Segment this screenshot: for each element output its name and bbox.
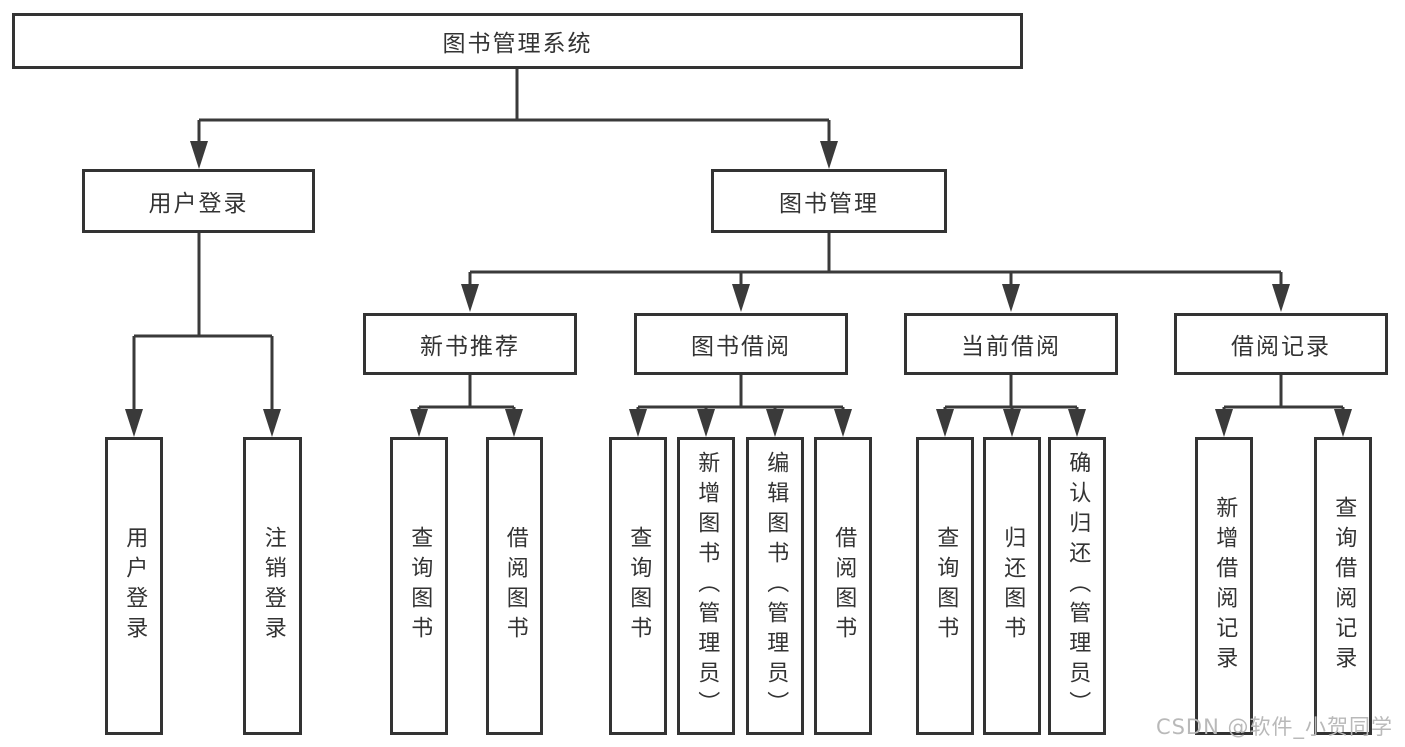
leaf-borrow-query-books: 查询图书 (609, 437, 667, 735)
csdn-watermark: CSDN @软件_小贺同学 (1155, 715, 1393, 739)
leaf-records-query-record: 查询借阅记录 (1314, 437, 1372, 735)
node-borrowing-records: 借阅记录 (1174, 313, 1388, 375)
leaf-borrow-borrow-books-label: 借阅图书 (831, 526, 857, 646)
leaf-borrow-query-books-label: 查询图书 (626, 526, 652, 646)
leaf-newrec-borrow-books: 借阅图书 (486, 437, 543, 735)
leaf-records-add-record: 新增借阅记录 (1195, 437, 1253, 735)
leaf-user-login-label: 用户登录 (122, 526, 148, 646)
leaf-current-return-books: 归还图书 (983, 437, 1041, 735)
leaf-newrec-query-books-label: 查询图书 (407, 526, 433, 646)
node-current-borrowing: 当前借阅 (904, 313, 1118, 375)
leaf-logout-label: 注销登录 (260, 526, 286, 646)
leaf-current-confirm-return-admin-label: 确认归还（管理员） (1065, 451, 1091, 721)
leaf-borrow-borrow-books: 借阅图书 (814, 437, 872, 735)
leaf-newrec-query-books: 查询图书 (390, 437, 448, 735)
node-book-management: 图书管理 (711, 169, 947, 233)
node-user-login: 用户登录 (82, 169, 315, 233)
leaf-records-add-record-label: 新增借阅记录 (1212, 496, 1238, 676)
leaf-borrow-edit-books-admin: 编辑图书（管理员） (746, 437, 804, 735)
leaf-borrow-edit-books-admin-label: 编辑图书（管理员） (763, 451, 789, 721)
leaf-borrow-add-books-admin: 新增图书（管理员） (677, 437, 735, 735)
leaf-user-login: 用户登录 (105, 437, 163, 735)
node-book-borrowing: 图书借阅 (634, 313, 848, 375)
leaf-current-query-books-label: 查询图书 (933, 526, 959, 646)
leaf-records-query-record-label: 查询借阅记录 (1331, 496, 1357, 676)
leaf-current-query-books: 查询图书 (916, 437, 974, 735)
leaf-logout: 注销登录 (243, 437, 302, 735)
leaf-newrec-borrow-books-label: 借阅图书 (502, 526, 528, 646)
leaf-borrow-add-books-admin-label: 新增图书（管理员） (694, 451, 720, 721)
leaf-current-confirm-return-admin: 确认归还（管理员） (1048, 437, 1106, 735)
node-library-management-system: 图书管理系统 (12, 13, 1023, 69)
leaf-current-return-books-label: 归还图书 (1000, 526, 1026, 646)
arrowheads (125, 141, 1352, 437)
node-new-book-recommend: 新书推荐 (363, 313, 577, 375)
